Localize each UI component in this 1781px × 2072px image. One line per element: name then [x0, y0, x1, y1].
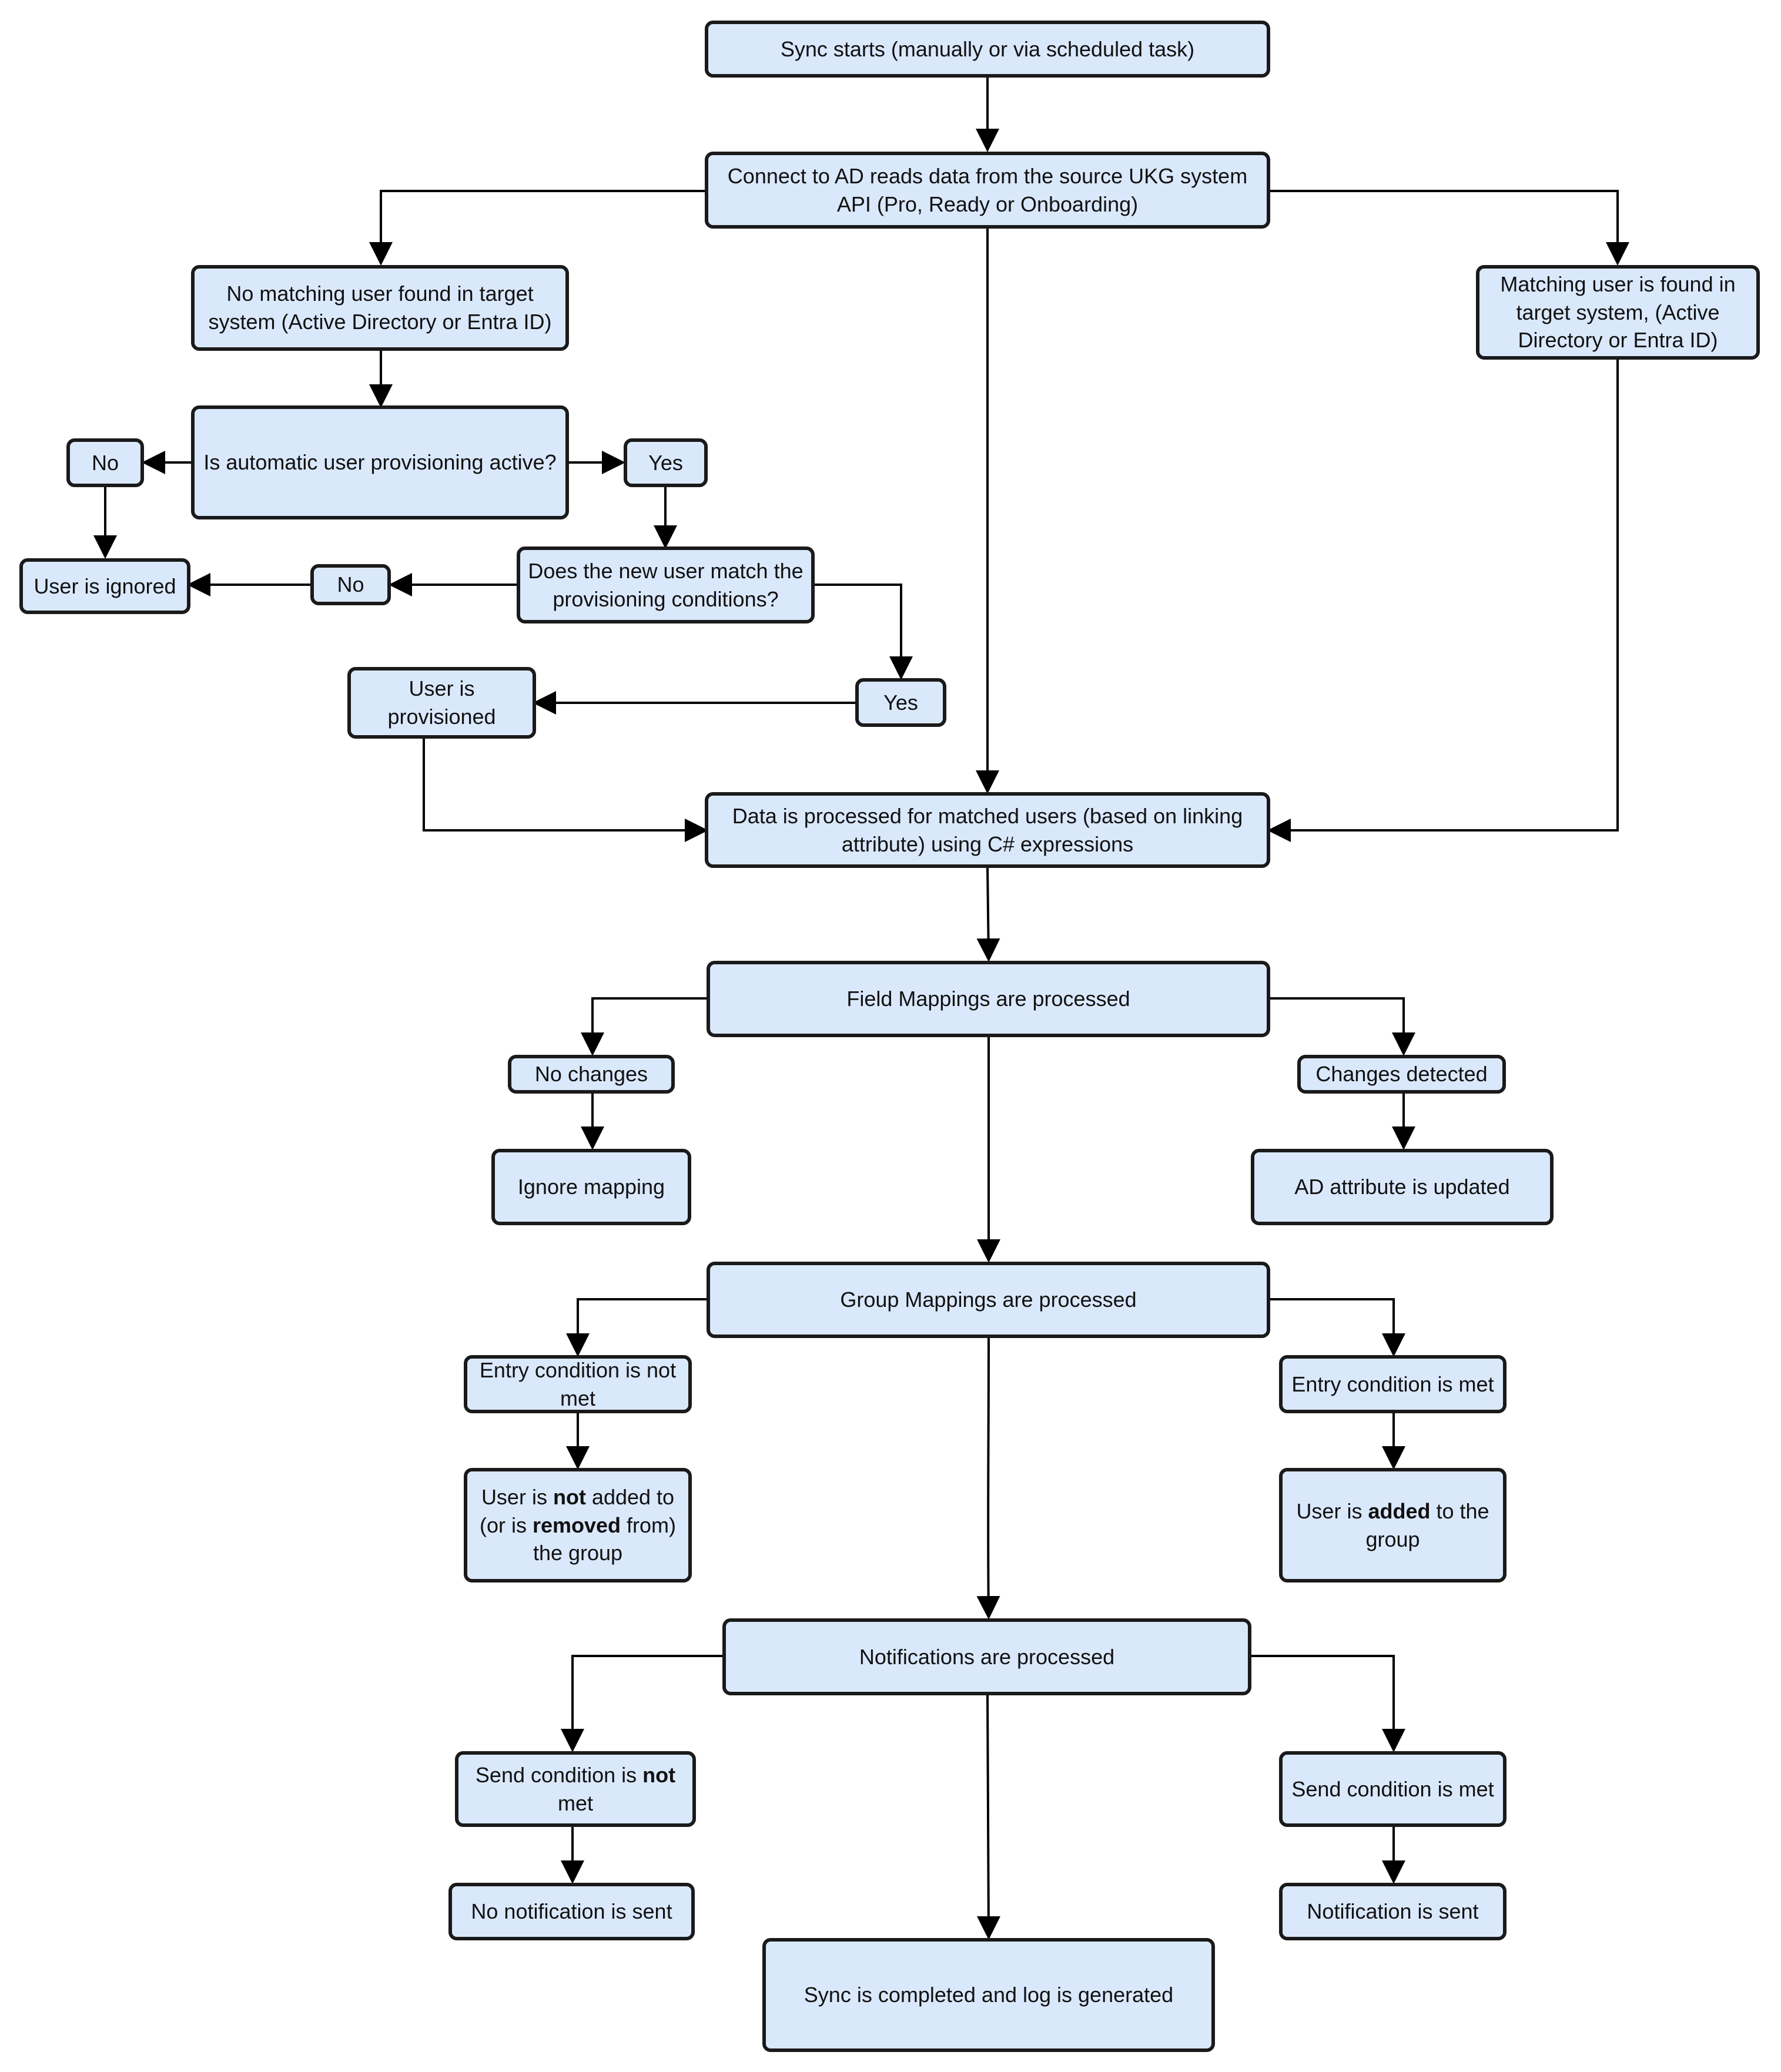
edge-notifications-to-send-met	[1251, 1655, 1405, 1752]
node-group-mappings: Group Mappings are processed	[707, 1262, 1270, 1338]
node-no-changes: No changes	[508, 1055, 675, 1094]
node-send-not-met: Send condition is not met	[455, 1751, 696, 1827]
edge-group-to-entry-met	[1270, 1298, 1405, 1357]
edge-match-to-data	[1267, 358, 1619, 842]
node-sync-completed: Sync is completed and log is generated	[762, 1938, 1215, 2052]
node-no-matching-user: No matching user found in target system …	[191, 265, 569, 351]
node-no-notification: No notification is sent	[448, 1883, 695, 1940]
node-entry-met: Entry condition is met	[1279, 1355, 1507, 1413]
node-field-mappings: Field Mappings are processed	[707, 961, 1270, 1037]
edge-connect-to-no-match	[369, 190, 705, 266]
edge-match-question-to-yes	[814, 584, 913, 680]
node-notification-sent: Notification is sent	[1279, 1883, 1507, 1940]
edge-field-to-no-changes	[581, 997, 707, 1056]
node-yes-2: Yes	[855, 678, 946, 727]
node-user-added: User is added to the group	[1279, 1468, 1507, 1583]
node-send-met: Send condition is met	[1279, 1751, 1507, 1827]
node-send-not-met-text: Send condition is not met	[475, 1762, 676, 1815]
node-ad-attribute-updated: AD attribute is updated	[1251, 1149, 1554, 1225]
node-auto-provisioning-question: Is automatic user provisioning active?	[191, 405, 569, 519]
node-user-provisioned: User is provisioned	[347, 667, 536, 739]
node-matching-user: Matching user is found in target system,…	[1476, 265, 1760, 360]
node-sync-start: Sync starts (manually or via scheduled t…	[705, 21, 1270, 78]
edge-group-to-notifications	[976, 1337, 1000, 1620]
edge-connect-to-match	[1270, 190, 1629, 266]
node-user-not-added-text: User is not added to (or is removed from…	[479, 1484, 677, 1565]
node-match-conditions-question: Does the new user match the provisioning…	[517, 547, 815, 623]
node-no-1: No	[66, 438, 144, 487]
node-data-processed: Data is processed for matched users (bas…	[705, 792, 1270, 868]
node-yes-1: Yes	[624, 438, 708, 487]
edge-notifications-to-completed	[976, 1694, 1000, 1940]
node-user-ignored: User is ignored	[19, 558, 190, 614]
edge-provisioned-to-data	[423, 738, 708, 842]
node-entry-not-met: Entry condition is not met	[464, 1355, 692, 1413]
edge-notifications-to-send-not-met	[561, 1655, 724, 1752]
node-user-not-added: User is not added to (or is removed from…	[464, 1468, 692, 1583]
node-connect-read: Connect to AD reads data from the source…	[705, 152, 1270, 229]
node-ignore-mapping: Ignore mapping	[491, 1149, 691, 1225]
edge-group-to-entry-not-met	[566, 1298, 707, 1357]
edge-field-to-changes	[1270, 997, 1415, 1056]
edge-data-to-field	[976, 867, 1000, 962]
node-notifications: Notifications are processed	[722, 1618, 1251, 1695]
node-user-added-text: User is added to the group	[1296, 1498, 1489, 1551]
node-changes-detected: Changes detected	[1297, 1055, 1506, 1094]
node-no-2: No	[310, 564, 391, 605]
